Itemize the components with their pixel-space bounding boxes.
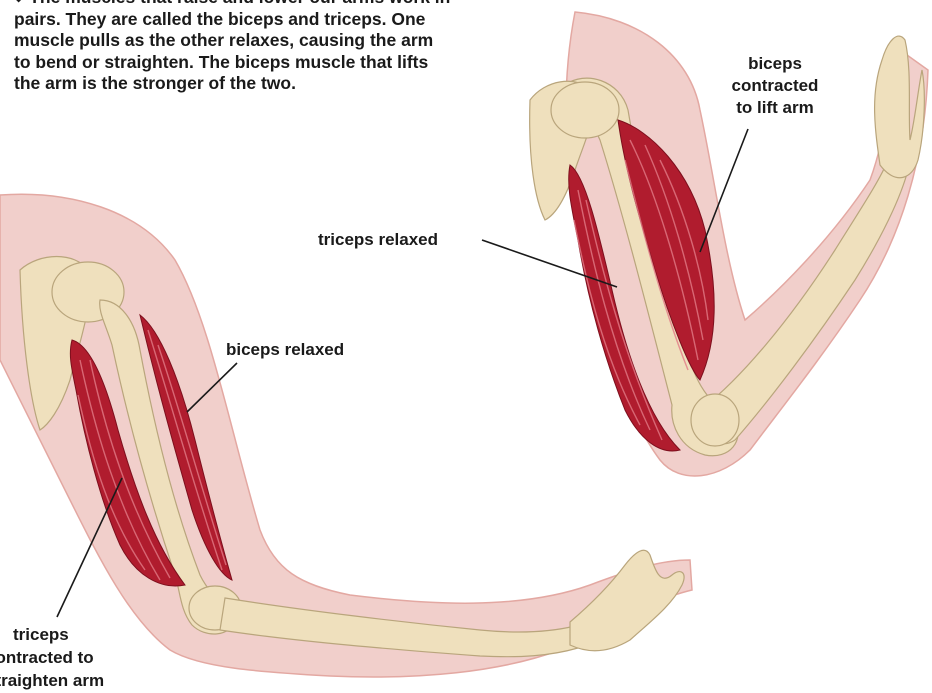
intro-text: The muscles that raise and lower our arm… (14, 0, 450, 93)
label-triceps-contracted-line-2: contracted to (0, 646, 104, 669)
bent-arm-shoulder-joint (551, 82, 619, 138)
bent-arm-hand-bones (875, 36, 925, 178)
bullet-icon: ◆ (14, 0, 23, 4)
label-triceps-contracted-line-1: triceps (0, 623, 104, 646)
label-biceps-contracted-line-3: to lift arm (700, 97, 850, 119)
label-triceps-relaxed: triceps relaxed (318, 229, 438, 251)
label-biceps-contracted: biceps contracted to lift arm (700, 53, 850, 119)
label-biceps-contracted-line-1: biceps (700, 53, 850, 75)
bent-arm-elbow-joint (691, 394, 739, 446)
label-triceps-contracted: triceps contracted to straighten arm (0, 623, 104, 692)
label-triceps-contracted-line-3: straighten arm (0, 669, 104, 692)
label-biceps-relaxed: biceps relaxed (226, 339, 344, 361)
label-biceps-contracted-line-2: contracted (700, 75, 850, 97)
intro-paragraph: ◆The muscles that raise and lower our ar… (14, 0, 454, 95)
